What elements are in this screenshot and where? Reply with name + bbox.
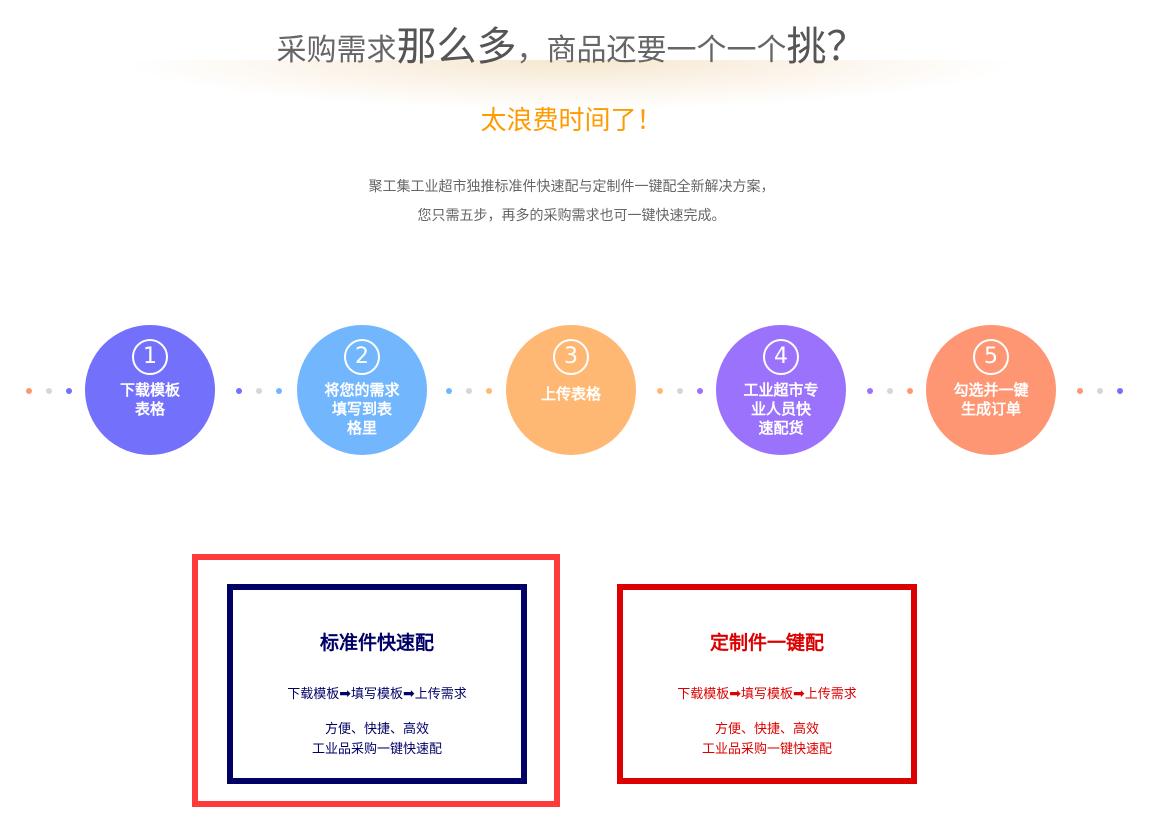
- step-3: 3 上传表格: [506, 325, 636, 455]
- decorative-dot: [236, 388, 242, 394]
- card-desc: 方便、快捷、高效: [324, 722, 429, 737]
- step-4: 4 工业超市专业人员快速配货: [716, 325, 846, 455]
- step-label: 勾选并一键生成订单: [926, 381, 1056, 419]
- step-number-badge: 4: [763, 339, 799, 375]
- step-label-line: 填写到表: [331, 400, 392, 418]
- description-line-2: 您只需五步，再多的采购需求也可一键快速完成。: [417, 208, 726, 224]
- card-desc: 方便、快捷、高效: [714, 722, 819, 737]
- step-2: 2 将您的需求填写到表格里: [297, 325, 427, 455]
- arrow-right-icon: ➡: [793, 686, 805, 702]
- description-line-1: 聚工集工业超市独推标准件快速配与定制件一键配全新解决方案，: [368, 179, 775, 195]
- step-label-line: 生成订单: [960, 400, 1021, 418]
- decorative-dot: [697, 388, 703, 394]
- subtitle: 太浪费时间了！: [480, 106, 663, 136]
- decorative-dot: [1117, 388, 1123, 394]
- step-label-line: 将您的需求: [324, 381, 400, 399]
- decorative-dot: [446, 388, 452, 394]
- decorative-dot: [466, 388, 472, 394]
- decorative-dot: [256, 388, 262, 394]
- card-standard-parts[interactable]: 标准件快速配 下载模板➡填写模板➡上传需求 方便、快捷、高效工业品采购一键快速配: [227, 584, 527, 784]
- step-label-line: 速配货: [758, 419, 804, 437]
- step-number-badge: 2: [344, 339, 380, 375]
- decorative-dot: [887, 388, 893, 394]
- card-custom-parts[interactable]: 定制件一键配 下载模板➡填写模板➡上传需求 方便、快捷、高效工业品采购一键快速配: [617, 584, 917, 784]
- card-title: 标准件快速配: [319, 632, 434, 654]
- step-label: 下载模板表格: [85, 381, 215, 419]
- step-5: 5 勾选并一键生成订单: [926, 325, 1056, 455]
- step-label: 工业超市专业人员快速配货: [716, 381, 846, 438]
- decorative-dot: [1077, 388, 1083, 394]
- decorative-dot: [486, 388, 492, 394]
- decorative-dot: [907, 388, 913, 394]
- decorative-dot: [677, 388, 683, 394]
- decorative-dot: [66, 388, 72, 394]
- step-label-line: 上传表格: [540, 385, 601, 403]
- step-number-badge: 3: [553, 339, 589, 375]
- arrow-right-icon: ➡: [729, 686, 741, 702]
- decorative-dot: [276, 388, 282, 394]
- card-desc: 工业品采购一键快速配: [701, 742, 832, 757]
- decorative-dot: [26, 388, 32, 394]
- step-number-badge: 5: [973, 339, 1009, 375]
- card-flow: 下载模板➡填写模板➡上传需求: [287, 686, 467, 702]
- step-1: 1 下载模板表格: [85, 325, 215, 455]
- step-label-line: 业人员快: [750, 400, 811, 418]
- card-flow: 下载模板➡填写模板➡上传需求: [677, 686, 857, 702]
- step-label-line: 表格: [134, 400, 165, 418]
- card-desc: 工业品采购一键快速配: [311, 742, 442, 757]
- page-title: 采购需求那么多，商品还要一个一个挑？: [276, 24, 867, 70]
- step-label-line: 格里: [346, 419, 377, 437]
- decorative-dot: [867, 388, 873, 394]
- step-label-line: 工业超市专: [743, 381, 819, 399]
- header-glow: [120, 60, 1020, 110]
- step-label-line: 勾选并一键: [953, 381, 1029, 399]
- decorative-dot: [46, 388, 52, 394]
- step-label: 将您的需求填写到表格里: [297, 381, 427, 438]
- selected-card-frame[interactable]: [192, 554, 560, 807]
- card-title: 定制件一键配: [709, 632, 824, 654]
- decorative-dot: [657, 388, 663, 394]
- step-label-line: 下载模板: [119, 381, 180, 399]
- arrow-right-icon: ➡: [403, 686, 415, 702]
- step-label: 上传表格: [506, 385, 636, 404]
- decorative-dot: [1097, 388, 1103, 394]
- arrow-right-icon: ➡: [339, 686, 351, 702]
- step-number-badge: 1: [132, 339, 168, 375]
